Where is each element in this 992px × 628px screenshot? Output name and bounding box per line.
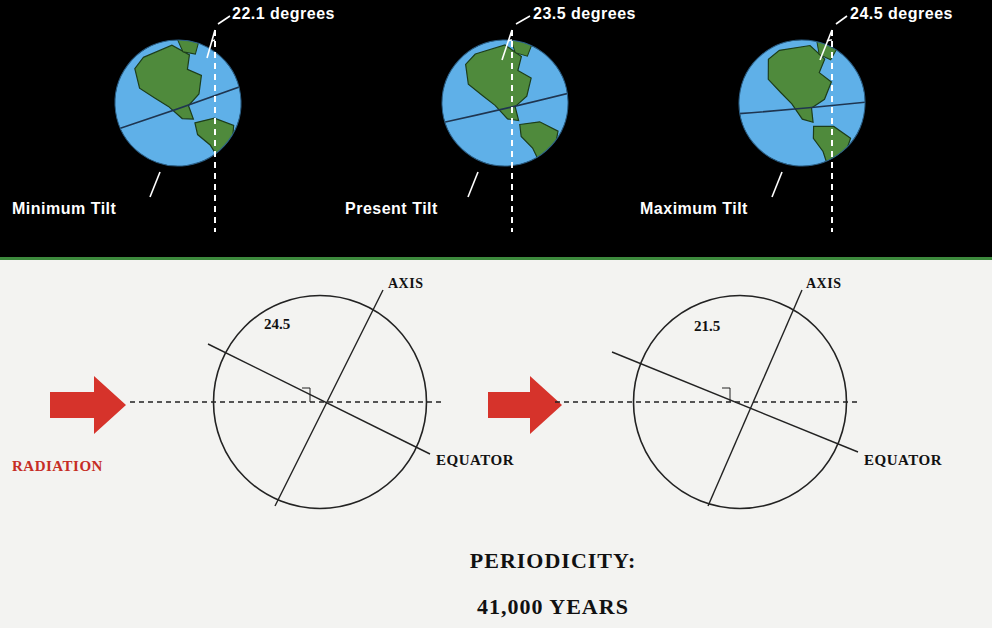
- tilt-value: 22.1 degrees: [232, 5, 335, 23]
- tilt-caption: Minimum Tilt: [12, 200, 116, 218]
- circle-outline: [632, 294, 848, 510]
- equator-label: EQUATOR: [864, 452, 942, 469]
- tilt-value: 23.5 degrees: [533, 5, 636, 23]
- axis-label: AXIS: [806, 276, 841, 292]
- tilt-value: 24.5 degrees: [850, 5, 953, 23]
- tilt-circle: 21.5: [632, 294, 848, 510]
- tilt-circle: 24.5: [212, 294, 428, 510]
- circle-outline: [214, 296, 427, 509]
- axis-label: AXIS: [388, 276, 423, 292]
- circle-lines: [130, 290, 860, 506]
- radiation-arrow: [50, 376, 562, 434]
- globe: [104, 30, 875, 175]
- angle-value: 21.5: [694, 318, 720, 335]
- tilt-mark: [150, 16, 847, 197]
- periodicity-value: 41,000 YEARS: [477, 594, 629, 620]
- circle-outline: [634, 296, 847, 509]
- tilt-caption: Maximum Tilt: [640, 200, 748, 218]
- periodicity-title: PERIODICITY:: [470, 548, 636, 574]
- tilt-caption: Present Tilt: [345, 200, 438, 218]
- equator-label: EQUATOR: [436, 452, 514, 469]
- radiation-label: RADIATION: [12, 458, 103, 475]
- vertical-reference: [215, 30, 832, 232]
- circle-outline: [212, 294, 428, 510]
- angle-value: 24.5: [264, 316, 290, 333]
